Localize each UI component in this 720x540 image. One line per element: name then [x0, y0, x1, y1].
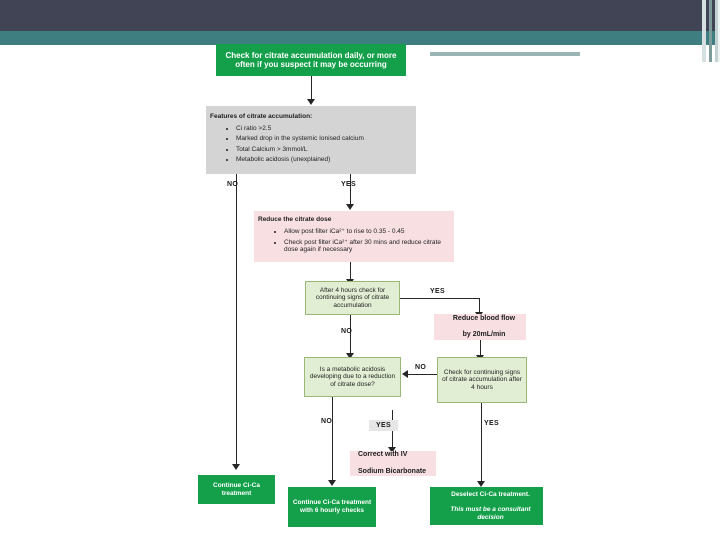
edge-label-yes-right: YES	[484, 420, 499, 427]
connector-acidosis-no	[332, 397, 333, 480]
list-item: Marked drop in the systemic Ionised calc…	[236, 135, 412, 143]
slide-accent-line-b	[430, 52, 580, 56]
slide-accent-line-d	[580, 52, 670, 56]
node-metabolic-acidosis-text: Is a metabolic acidosis developing due t…	[309, 365, 396, 388]
node-deselect-cica-line1: Deselect Ci-Ca treatment.	[451, 490, 530, 498]
connector-check4hr-yes	[400, 298, 479, 299]
node-continue-cica: Continue Ci-Ca treatment	[198, 475, 275, 504]
list-item: Total Calcium > 3mmol/L	[236, 146, 412, 154]
slide-header-band-dark	[0, 0, 720, 31]
arrow-continuing-no	[402, 370, 408, 378]
node-features-body: Features of citrate accumulation: Ci rat…	[206, 113, 416, 167]
slide-edge-stripe-4	[718, 0, 720, 62]
edge-label-yes-acidosis: YES	[369, 420, 398, 431]
node-features-title: Features of citrate accumulation:	[210, 112, 313, 120]
node-reduce-dose-title: Reduce the citrate dose	[258, 216, 332, 224]
node-continue-cica-6hourly: Continue Ci-Ca treatment with 6 hourly c…	[288, 487, 376, 527]
node-check-daily-text: Check for citrate accumulation daily, or…	[225, 50, 397, 69]
node-deselect-cica-line2: This must be a consultant decision	[450, 506, 531, 521]
arrow-check4hr-no	[346, 353, 354, 359]
node-reduce-blood-flow-body: Reduce blood flow by 20mL/min	[434, 315, 526, 340]
arrow-acidosis-yes	[388, 447, 396, 453]
node-reduce-blood-flow: Reduce blood flow by 20mL/min	[434, 314, 526, 340]
node-reduce-blood-flow-line1: Reduce blood flow	[452, 314, 516, 322]
edge-label-no-metabolic: NO	[321, 418, 333, 425]
node-check-4-hours: After 4 hours check for continuing signs…	[305, 281, 400, 315]
edge-label-yes-check4hr: YES	[430, 288, 445, 295]
node-reduce-dose-list: Allow post filter iCa²⁺ to rise to 0.35 …	[258, 228, 450, 254]
node-metabolic-acidosis: Is a metabolic acidosis developing due t…	[304, 357, 401, 397]
connector-features-no	[236, 174, 237, 464]
node-correct-bicarbonate-body: Correct with IV Sodium Bicarbonate	[350, 451, 436, 476]
node-reduce-blood-flow-line2: by 20mL/min	[462, 331, 506, 339]
slide-edge-stripe-1	[702, 0, 706, 62]
list-item: Ci ratio >2.5	[236, 125, 412, 133]
arrow-start-to-features	[307, 99, 315, 105]
slide-edge-stripe-3	[715, 0, 718, 62]
connector-check4hr-no	[350, 315, 351, 355]
node-deselect-cica: Deselect Ci-Ca treatment. This must be a…	[430, 487, 543, 525]
node-check-continuing-signs-text: Check for continuing signs of citrate ac…	[442, 368, 522, 391]
node-features: Features of citrate accumulation: Ci rat…	[206, 106, 416, 174]
connector-continuing-yes	[481, 403, 482, 481]
node-check-4-hours-text: After 4 hours check for continuing signs…	[315, 286, 390, 309]
edge-label-no-features: NO	[227, 181, 239, 188]
slide-divider-white	[0, 45, 430, 49]
list-item: Check post filter iCa²⁺ after 30 mins an…	[284, 239, 450, 254]
arrow-features-yes	[346, 204, 354, 210]
edge-label-no-acidosis: NO	[415, 364, 427, 371]
slide-accent-line-e	[430, 59, 670, 61]
list-item: Allow post filter iCa²⁺ to rise to 0.35 …	[284, 228, 450, 236]
arrow-continuing-yes	[477, 481, 485, 487]
connector-bloodflow-to-check	[480, 340, 481, 355]
connector-continuing-no	[408, 374, 437, 375]
slide-accent-line-c	[430, 56, 580, 59]
node-features-list: Ci ratio >2.5 Marked drop in the systemi…	[210, 125, 412, 165]
edge-label-yes-features: YES	[341, 181, 356, 188]
node-continue-cica-6hourly-text: Continue Ci-Ca treatment with 6 hourly c…	[292, 499, 372, 514]
node-check-continuing-signs: Check for continuing signs of citrate ac…	[437, 357, 527, 403]
connector-start-to-features	[311, 76, 312, 99]
slide-edge-stripe-2	[709, 0, 712, 62]
arrow-acidosis-no	[328, 480, 336, 486]
node-correct-bicarbonate: Correct with IV Sodium Bicarbonate	[350, 451, 436, 476]
node-deselect-cica-body: Deselect Ci-Ca treatment. This must be a…	[430, 491, 543, 522]
node-reduce-dose-body: Reduce the citrate dose Allow post filte…	[254, 216, 454, 257]
slide-accent-line-a	[430, 45, 650, 48]
node-reduce-citrate-dose: Reduce the citrate dose Allow post filte…	[254, 211, 454, 262]
slide-header-band-teal	[0, 31, 720, 45]
node-correct-bicarbonate-line2: Sodium Bicarbonate	[358, 467, 427, 475]
node-continue-cica-text: Continue Ci-Ca treatment	[213, 481, 260, 497]
arrow-features-no	[232, 464, 240, 470]
connector-dose-to-check4hr	[350, 262, 351, 279]
list-item: Metabolic acidosis (unexplained)	[236, 156, 412, 164]
connector-features-yes	[350, 174, 351, 206]
edge-label-no-check4hr: NO	[341, 328, 353, 335]
connector-check4hr-yes-v	[479, 298, 480, 312]
node-correct-bicarbonate-line1: Correct with IV	[358, 451, 408, 459]
node-check-daily: Check for citrate accumulation daily, or…	[216, 44, 406, 76]
